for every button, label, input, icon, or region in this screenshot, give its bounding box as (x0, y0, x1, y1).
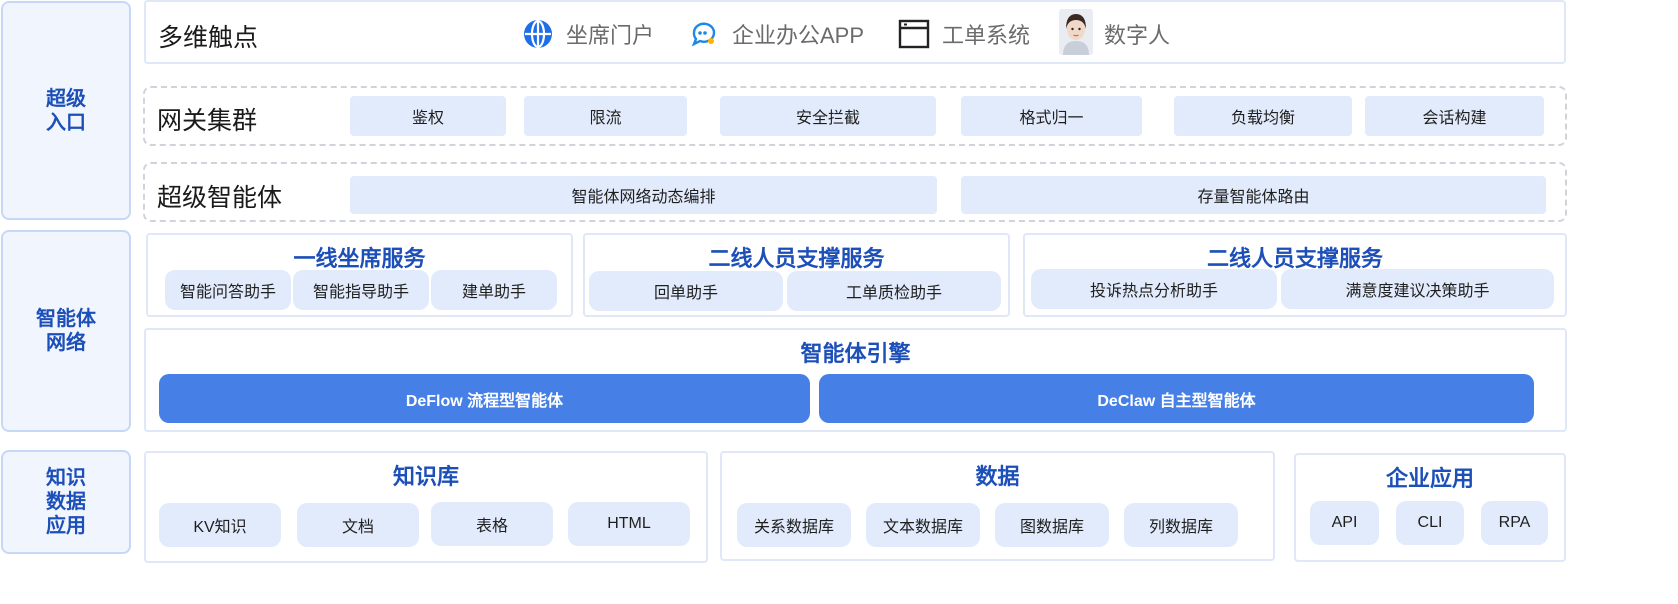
service-chip: 建单助手 (431, 270, 557, 310)
engine-deflow-button[interactable]: DeFlow 流程型智能体 (159, 374, 810, 423)
service-title: 二线人员支撑服务 (1206, 246, 1383, 271)
sidebar-knowledge-data-app: 知识 数据 应用 (1, 450, 131, 554)
engine-panel: 智能体引擎 DeFlow 流程型智能体 DeClaw 自主型智能体 (144, 328, 1567, 432)
gateway-chip-auth: 鉴权 (350, 96, 506, 136)
knowledge-chip: KV知识 (159, 503, 281, 547)
gateway-chip-rate-limit: 限流 (524, 96, 687, 136)
touchpoints-panel: 多维触点 坐席门户 企业办公APP (144, 0, 1566, 64)
service-title: 一线坐席服务 (293, 246, 426, 271)
sidebar-label-line: 应用 (46, 515, 86, 537)
data-title: 数据 (975, 464, 1020, 489)
sidebar-label-line: 入口 (46, 111, 86, 134)
touchpoint-label: 企业办公APP (732, 23, 865, 48)
service-title: 二线人员支撑服务 (708, 246, 885, 271)
browser-window-icon (896, 16, 932, 52)
service-chip: 投诉热点分析助手 (1031, 269, 1277, 309)
data-chip: 列数据库 (1124, 503, 1238, 547)
gateway-title: 网关集群 (157, 107, 258, 135)
enterprise-app-chip-rpa: RPA (1481, 501, 1548, 545)
sidebar-super-entry: 超级 入口 (1, 1, 131, 220)
service-chip: 回单助手 (589, 271, 783, 311)
touchpoints-title: 多维触点 (158, 24, 259, 52)
enterprise-apps-panel: 企业应用 API CLI RPA (1294, 453, 1566, 562)
service-chip: 满意度建议决策助手 (1281, 269, 1554, 309)
digital-human-avatar (1058, 9, 1094, 55)
service-chip: 工单质检助手 (787, 271, 1001, 311)
data-chip: 图数据库 (995, 503, 1109, 547)
service-panel-second-line-a: 二线人员支撑服务 回单助手 工单质检助手 (583, 233, 1010, 317)
engine-declaw-button[interactable]: DeClaw 自主型智能体 (819, 374, 1534, 423)
engine-title: 智能体引擎 (800, 341, 911, 366)
touchpoint-office-app[interactable]: 企业办公APP (686, 2, 864, 66)
super-agent-chip-routing: 存量智能体路由 (961, 176, 1546, 214)
sidebar-label-line: 知识 (46, 467, 86, 489)
data-chip: 关系数据库 (737, 503, 851, 547)
super-agent-chip-orchestration: 智能体网络动态编排 (350, 176, 937, 214)
touchpoint-label: 数字人 (1104, 23, 1171, 48)
service-panel-frontline: 一线坐席服务 智能问答助手 智能指导助手 建单助手 (146, 233, 573, 317)
globe-icon (520, 16, 556, 52)
touchpoint-label: 工单系统 (942, 23, 1031, 48)
gateway-chip-format: 格式归一 (961, 96, 1142, 136)
sidebar-agent-network: 智能体 网络 (1, 230, 131, 432)
enterprise-apps-title: 企业应用 (1385, 466, 1474, 491)
gateway-chip-security: 安全拦截 (720, 96, 936, 136)
service-chip: 智能问答助手 (165, 270, 291, 310)
sidebar-label-line: 数据 (46, 491, 86, 513)
gateway-chip-load-balance: 负载均衡 (1174, 96, 1352, 136)
service-panel-second-line-b: 二线人员支撑服务 投诉热点分析助手 满意度建议决策助手 (1023, 233, 1567, 317)
super-agent-panel: 超级智能体 智能体网络动态编排 存量智能体路由 (143, 162, 1567, 222)
touchpoint-digital-human[interactable]: 数字人 (1058, 2, 1170, 66)
knowledge-panel: 知识库 KV知识 文档 表格 HTML (144, 451, 708, 563)
gateway-chip-session: 会话构建 (1365, 96, 1544, 136)
knowledge-chip: HTML (568, 502, 690, 546)
service-chip: 智能指导助手 (293, 270, 429, 310)
sidebar-label-line: 网络 (46, 332, 86, 354)
touchpoint-label: 坐席门户 (566, 23, 655, 48)
knowledge-chip: 文档 (297, 503, 419, 547)
knowledge-title: 知识库 (392, 464, 459, 489)
sidebar-label-line: 超级 (46, 87, 86, 110)
touchpoint-ticket-system[interactable]: 工单系统 (896, 2, 1030, 66)
touchpoint-agent-portal[interactable]: 坐席门户 (520, 2, 654, 66)
knowledge-chip: 表格 (431, 502, 553, 546)
enterprise-app-chip-api: API (1310, 501, 1379, 545)
data-panel: 数据 关系数据库 文本数据库 图数据库 列数据库 (720, 451, 1275, 561)
sidebar-label-line: 智能体 (36, 308, 96, 330)
enterprise-app-chip-cli: CLI (1396, 501, 1464, 545)
chat-bubble-icon (686, 16, 722, 52)
data-chip: 文本数据库 (866, 503, 980, 547)
super-agent-title: 超级智能体 (157, 184, 283, 212)
gateway-panel: 网关集群 鉴权 限流 安全拦截 格式归一 负载均衡 会话构建 (143, 86, 1567, 146)
